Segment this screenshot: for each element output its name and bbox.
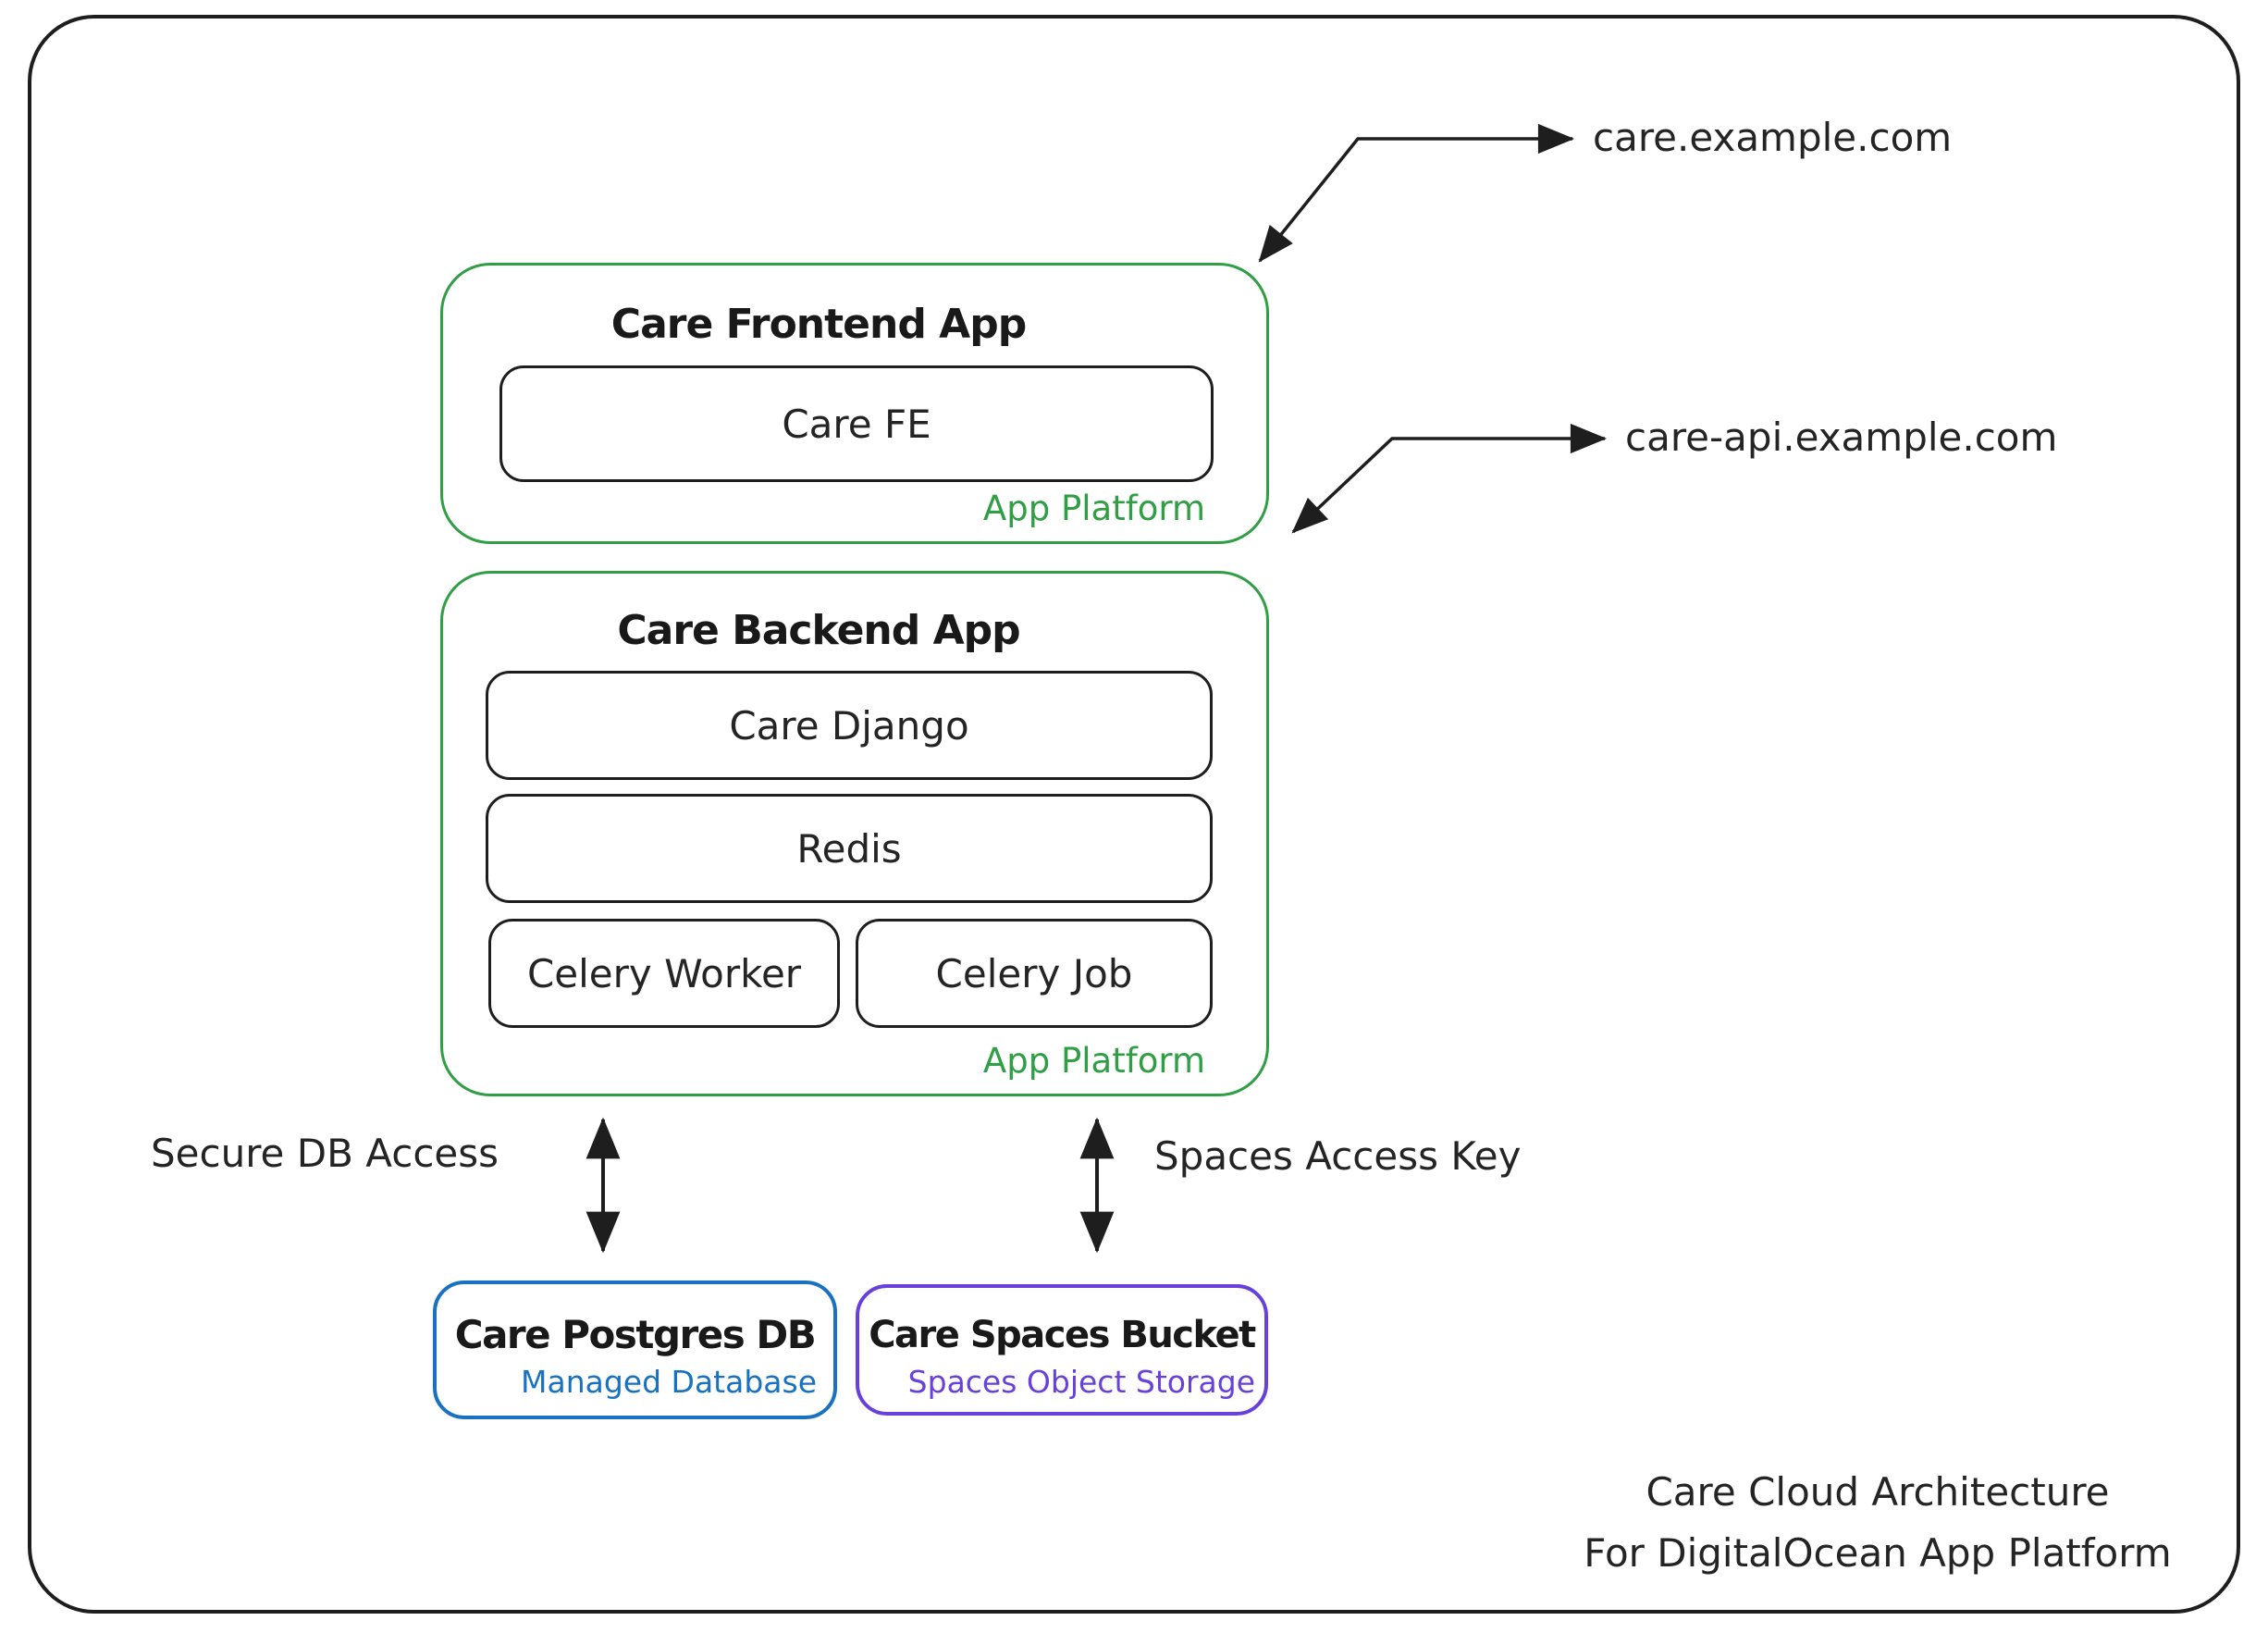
care-fe-node: Care FE bbox=[499, 365, 1214, 482]
frontend-app-title: Care Frontend App bbox=[610, 301, 1027, 348]
postgres-db-node: Care Postgres DB Managed Database bbox=[433, 1280, 837, 1419]
care-django-node: Care Django bbox=[486, 671, 1213, 780]
backend-app-title: Care Backend App bbox=[617, 607, 1020, 654]
celery-worker-node: Celery Worker bbox=[488, 919, 840, 1028]
spaces-access-key-label: Spaces Access Key bbox=[1154, 1133, 1522, 1179]
backend-platform-label: App Platform bbox=[982, 1041, 1205, 1081]
postgres-db-subtitle: Managed Database bbox=[521, 1364, 817, 1400]
diagram-caption: Care Cloud Architecture For DigitalOcean… bbox=[1563, 1462, 2192, 1584]
postgres-db-title: Care Postgres DB bbox=[454, 1312, 817, 1357]
celery-job-label: Celery Job bbox=[935, 950, 1133, 996]
celery-worker-label: Celery Worker bbox=[526, 950, 802, 996]
spaces-bucket-node: Care Spaces Bucket Spaces Object Storage bbox=[856, 1284, 1268, 1416]
secure-db-access-label: Secure DB Access bbox=[151, 1131, 499, 1176]
spaces-bucket-title: Care Spaces Bucket bbox=[869, 1314, 1256, 1356]
spaces-bucket-subtitle: Spaces Object Storage bbox=[907, 1364, 1255, 1400]
caption-line-2: For DigitalOcean App Platform bbox=[1584, 1530, 2172, 1576]
care-fe-label: Care FE bbox=[782, 401, 931, 447]
frontend-app-group: Care Frontend App Care FE App Platform bbox=[440, 263, 1269, 544]
frontend-domain-label: care.example.com bbox=[1593, 115, 1953, 160]
redis-node: Redis bbox=[486, 794, 1213, 903]
celery-job-node: Celery Job bbox=[856, 919, 1213, 1028]
backend-domain-label: care-api.example.com bbox=[1625, 414, 2058, 460]
caption-line-1: Care Cloud Architecture bbox=[1646, 1469, 2110, 1515]
care-django-label: Care Django bbox=[729, 702, 969, 748]
diagram-outer-border bbox=[28, 15, 2240, 1614]
frontend-platform-label: App Platform bbox=[982, 489, 1205, 528]
backend-app-group: Care Backend App Care Django Redis Celer… bbox=[440, 571, 1269, 1096]
redis-label: Redis bbox=[796, 825, 902, 872]
